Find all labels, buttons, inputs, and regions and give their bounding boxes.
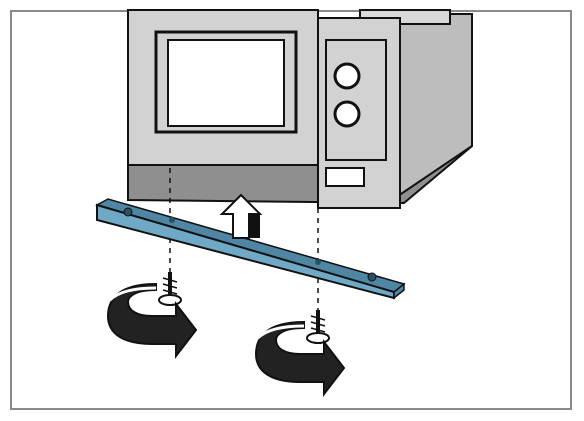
up-arrow-icon bbox=[219, 193, 263, 239]
screw-icon bbox=[306, 310, 330, 344]
screw-icon bbox=[158, 272, 182, 306]
microwave-appliance-icon bbox=[127, 9, 473, 209]
knob-icon bbox=[333, 62, 361, 128]
rotation-arrow-icon bbox=[106, 282, 198, 359]
microwave-window-icon bbox=[154, 30, 298, 134]
rotation-arrow-icon bbox=[254, 320, 346, 397]
control-panel-icon bbox=[317, 17, 401, 209]
alignment-dashes bbox=[169, 168, 319, 320]
mounting-rail-icon bbox=[95, 198, 406, 300]
